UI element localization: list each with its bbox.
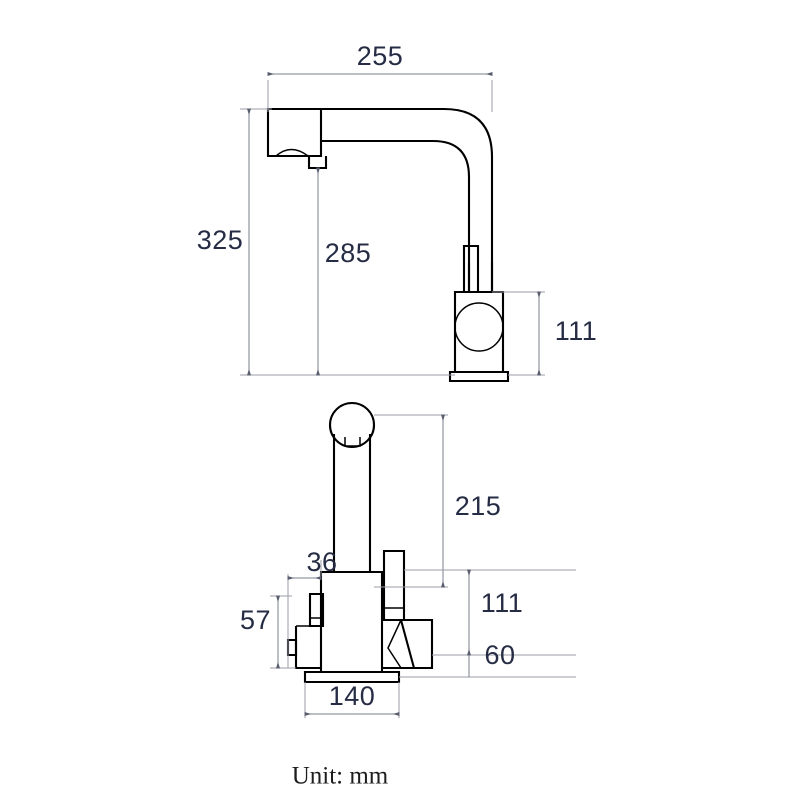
right-valve-block bbox=[382, 618, 434, 670]
right-valve-edge bbox=[399, 619, 416, 669]
left-handle-stem bbox=[308, 592, 325, 628]
right-lever-stem bbox=[382, 549, 406, 622]
aerator-dome bbox=[275, 148, 309, 157]
side-view-dimensions: 255 325 285 111 bbox=[197, 41, 598, 376]
nozzle-outlet bbox=[307, 156, 328, 170]
dim-label-57: 57 bbox=[240, 605, 271, 635]
lever-stem bbox=[462, 244, 480, 292]
left-valve-body bbox=[294, 626, 321, 670]
dim-label-111-side: 111 bbox=[555, 316, 598, 346]
dim-label-36: 36 bbox=[306, 547, 337, 577]
dim-label-140: 140 bbox=[329, 681, 376, 711]
dim-label-285: 285 bbox=[325, 238, 372, 268]
spout-head-block bbox=[266, 107, 323, 158]
dim-label-60: 60 bbox=[484, 640, 515, 670]
base-plate-side bbox=[448, 370, 510, 383]
left-valve-port bbox=[286, 638, 298, 657]
unit-note: Unit: mm bbox=[292, 763, 389, 790]
top-cap-circle bbox=[328, 401, 376, 449]
front-view-dimensions: 215 111 60 36 57 140 bbox=[240, 414, 576, 718]
front-body-block bbox=[319, 570, 384, 674]
spout-inner-profile bbox=[321, 139, 471, 292]
dim-label-215: 215 bbox=[455, 491, 502, 521]
dim-label-111-front: 111 bbox=[481, 588, 524, 618]
side-view-geometry bbox=[266, 107, 510, 383]
dim-label-255: 255 bbox=[357, 41, 404, 71]
front-view-geometry bbox=[286, 401, 434, 684]
dim-label-325: 325 bbox=[197, 225, 244, 255]
cap-notch bbox=[344, 437, 361, 447]
control-knob-circle bbox=[454, 302, 504, 352]
spout-outer-profile bbox=[321, 107, 494, 292]
right-valve-facet bbox=[387, 619, 402, 669]
faucet-body-cylinder bbox=[453, 290, 505, 374]
